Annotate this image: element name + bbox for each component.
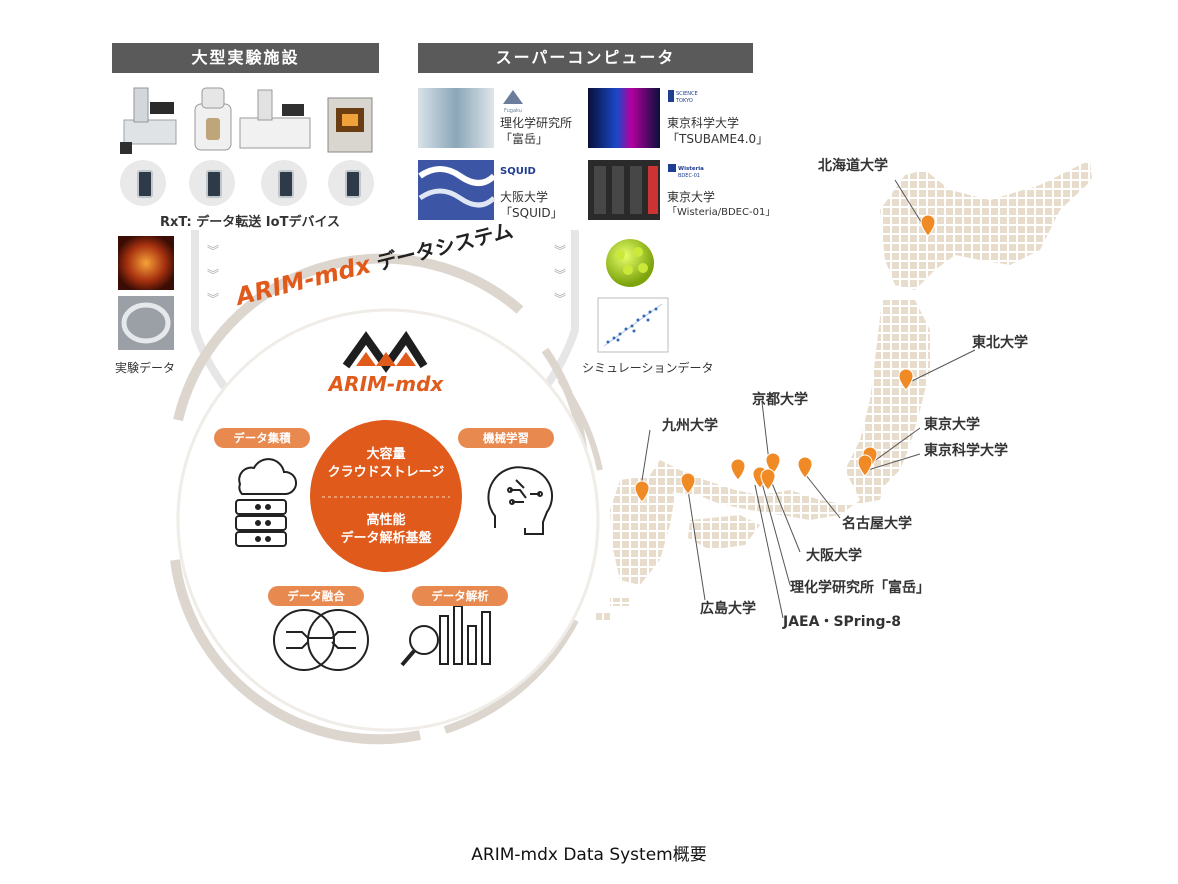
squid-logo: SQUID (500, 166, 536, 177)
tsubame-logo: SCIENCE TOKYO (668, 90, 698, 104)
arim-logo-mark (342, 330, 428, 373)
facilities-header: 大型実験施設 (112, 43, 379, 73)
supercomputer-tsubame: 東京科学大学 「TSUBAME4.0」 (667, 115, 768, 147)
instrument-3-icon (239, 89, 311, 149)
instrument-2-icon (194, 87, 232, 151)
iot-device-icon (261, 160, 307, 206)
supercomputer-wisteria: 東京大学 「Wisteria/BDEC-01」 (667, 189, 775, 221)
wisteria-logo: Wisteria BDEC-01 (668, 164, 704, 179)
instrument-1-icon (120, 87, 177, 154)
fugaku-logo: Fugaku (503, 90, 523, 114)
core-analysis-line2: データ解析基盤 (340, 531, 432, 546)
core-storage-text: 大容量 クラウドストレージ (310, 446, 462, 482)
squid-photo (418, 160, 497, 220)
experiment-data-label: 実験データ (115, 361, 176, 375)
uni-osaka: 大阪大学 (806, 548, 862, 564)
iot-device-icon (328, 160, 374, 206)
chevron-down-icon: ︾ (553, 292, 566, 306)
tsubame-photo (588, 88, 660, 148)
uni-science-tokyo: 東京科学大学 (924, 443, 1008, 459)
supercomputer-line1: 東京大学 (667, 190, 716, 204)
fugaku-photo (418, 88, 494, 148)
supercomputer-line2: 「SQUID」 (500, 206, 563, 220)
pill-data-accumulation: データ集積 (214, 428, 310, 448)
simulation-data-label: シミュレーションデータ (582, 361, 714, 375)
core-circle (310, 420, 462, 572)
wisteria-photo (588, 160, 660, 220)
chevron-down-icon: ︾ (206, 268, 219, 282)
uni-hokkaido: 北海道大学 (818, 158, 888, 174)
svg-text:SQUID: SQUID (500, 166, 536, 177)
venn-icon (273, 609, 369, 671)
supercomputer-squid: 大阪大学 「SQUID」 (500, 189, 563, 221)
uni-jaea-spring8: JAEA・SPring-8 (783, 614, 902, 630)
supercomputer-line1: 大阪大学 (500, 190, 549, 204)
core-analysis-text: 高性能 データ解析基盤 (310, 512, 462, 548)
pill-data-analysis: データ解析 (412, 586, 508, 606)
supercomputer-line1: 理化学研究所 (500, 116, 573, 130)
uni-tokyo: 東京大学 (924, 417, 980, 433)
iot-device-icon (120, 160, 166, 206)
core-storage-line1: 大容量 (366, 447, 406, 462)
arim-logo-text: ARIM-mdx (328, 372, 444, 396)
uni-nagoya: 名古屋大学 (842, 516, 912, 532)
uni-kyoto: 京都大学 (752, 392, 808, 408)
pill-data-fusion: データ融合 (268, 586, 364, 606)
map-pins (634, 214, 936, 503)
pill-machine-learning: 機械学習 (458, 428, 554, 448)
cloud-database-icon (235, 458, 298, 547)
ai-head-icon (487, 466, 554, 535)
supercomputer-line2: 「富岳」 (500, 132, 549, 146)
svg-text:Wisteria: Wisteria (678, 166, 704, 172)
instrument-4-icon (327, 97, 373, 153)
supercomputer-fugaku: 理化学研究所 「富岳」 (500, 115, 572, 147)
analysis-chart-icon (400, 605, 491, 667)
chevron-down-icon: ︾ (553, 268, 566, 282)
svg-text:SCIENCE: SCIENCE (676, 91, 698, 97)
simulation-sphere-image (606, 239, 654, 287)
supercomputer-line1: 東京科学大学 (667, 116, 740, 130)
svg-text:TOKYO: TOKYO (675, 98, 693, 104)
chevron-down-icon: ︾ (553, 244, 566, 258)
supercomputer-line2: 「Wisteria/BDEC-01」 (667, 207, 776, 218)
chevron-down-icon: ︾ (206, 244, 219, 258)
chevron-down-icon: ︾ (206, 292, 219, 306)
svg-text:BDEC-01: BDEC-01 (678, 173, 700, 179)
uni-tohoku: 東北大学 (972, 335, 1028, 351)
rxt-label: RxT: データ転送 IoTデバイス (160, 215, 341, 230)
uni-riken-fugaku: 理化学研究所「富岳」 (790, 580, 930, 596)
supercomputer-line2: 「TSUBAME4.0」 (667, 132, 769, 146)
experiment-heatmap (118, 236, 174, 290)
core-analysis-line1: 高性能 (366, 513, 406, 528)
svg-text:Fugaku: Fugaku (504, 108, 522, 114)
figure-caption: ARIM-mdx Data System概要 (471, 845, 707, 865)
uni-kyushu: 九州大学 (662, 418, 718, 434)
core-storage-line2: クラウドストレージ (327, 465, 445, 480)
uni-hiroshima: 広島大学 (700, 601, 756, 617)
supercomputers-header: スーパーコンピュータ (418, 43, 753, 73)
simulation-scatter-plot (597, 297, 669, 353)
iot-device-icon (189, 160, 235, 206)
experiment-microscope-image (118, 296, 174, 350)
